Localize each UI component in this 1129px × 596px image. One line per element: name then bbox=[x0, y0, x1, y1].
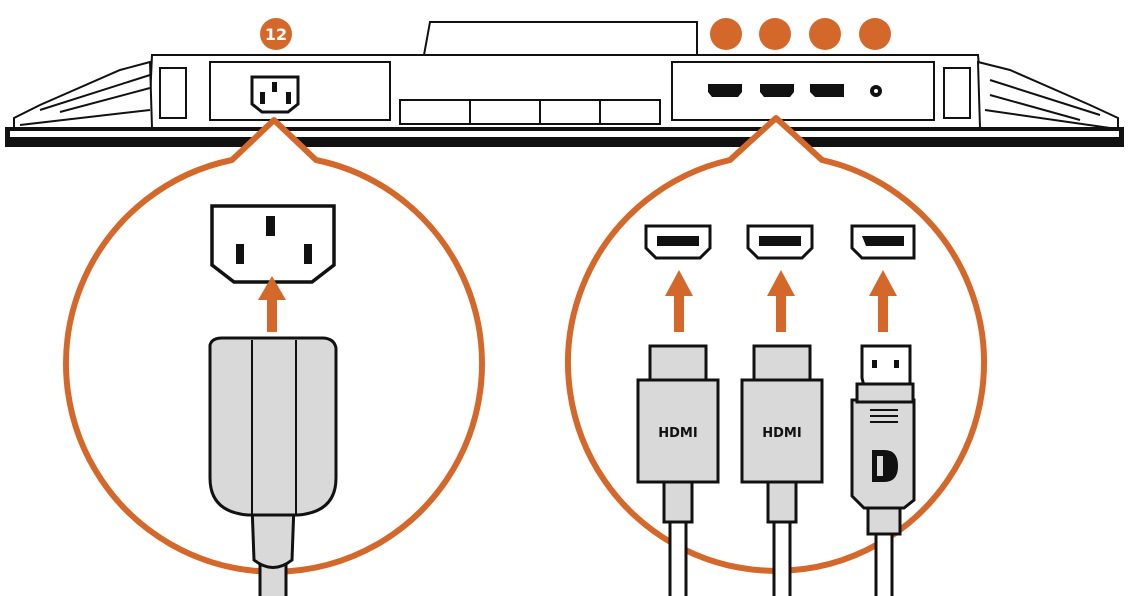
stand-mount bbox=[422, 21, 698, 56]
video-arrows bbox=[665, 270, 897, 332]
panel-displayport-port bbox=[810, 84, 844, 97]
ac-inlet-icon bbox=[210, 204, 336, 284]
callout-video-2 bbox=[759, 18, 791, 50]
callout-power-number: 12 bbox=[265, 25, 287, 44]
power-panel bbox=[209, 61, 391, 121]
monitor-rear-panel bbox=[5, 21, 1124, 147]
callout-power: 12 bbox=[260, 18, 292, 50]
power-magnifier bbox=[63, 117, 485, 596]
middle-vent bbox=[399, 99, 661, 125]
hdmi-cable-2: HDMI bbox=[740, 344, 824, 596]
video-magnifier: HDMI HDMI D bbox=[565, 115, 987, 596]
panel-hdmi-port-1 bbox=[708, 84, 742, 97]
callout-video-ports bbox=[710, 18, 891, 50]
displayport-cable: D bbox=[850, 344, 916, 596]
io-panel bbox=[671, 61, 935, 121]
hdmi-2-logo: HDMI bbox=[762, 426, 801, 441]
displayport-port-icon bbox=[850, 224, 916, 260]
displayport-logo-icon: D bbox=[872, 450, 898, 482]
panel-power-inlet bbox=[250, 75, 300, 114]
callout-video-1 bbox=[710, 18, 742, 50]
hdmi-1-logo: HDMI bbox=[658, 426, 697, 441]
arrow-up-icon-hdmi-1 bbox=[665, 270, 693, 332]
arrow-up-icon-displayport bbox=[869, 270, 897, 332]
power-plug bbox=[208, 336, 338, 596]
arrow-up-icon-hdmi-2 bbox=[767, 270, 795, 332]
panel-ports bbox=[708, 84, 882, 97]
callout-video-4 bbox=[859, 18, 891, 50]
hdmi-port-icon-1 bbox=[644, 224, 712, 260]
hdmi-cable-1: HDMI bbox=[636, 344, 720, 596]
power-arrow-up-icon bbox=[258, 276, 286, 332]
callout-video-3 bbox=[809, 18, 841, 50]
hdmi-port-icon-2 bbox=[746, 224, 814, 260]
panel-hdmi-port-2 bbox=[760, 84, 794, 97]
